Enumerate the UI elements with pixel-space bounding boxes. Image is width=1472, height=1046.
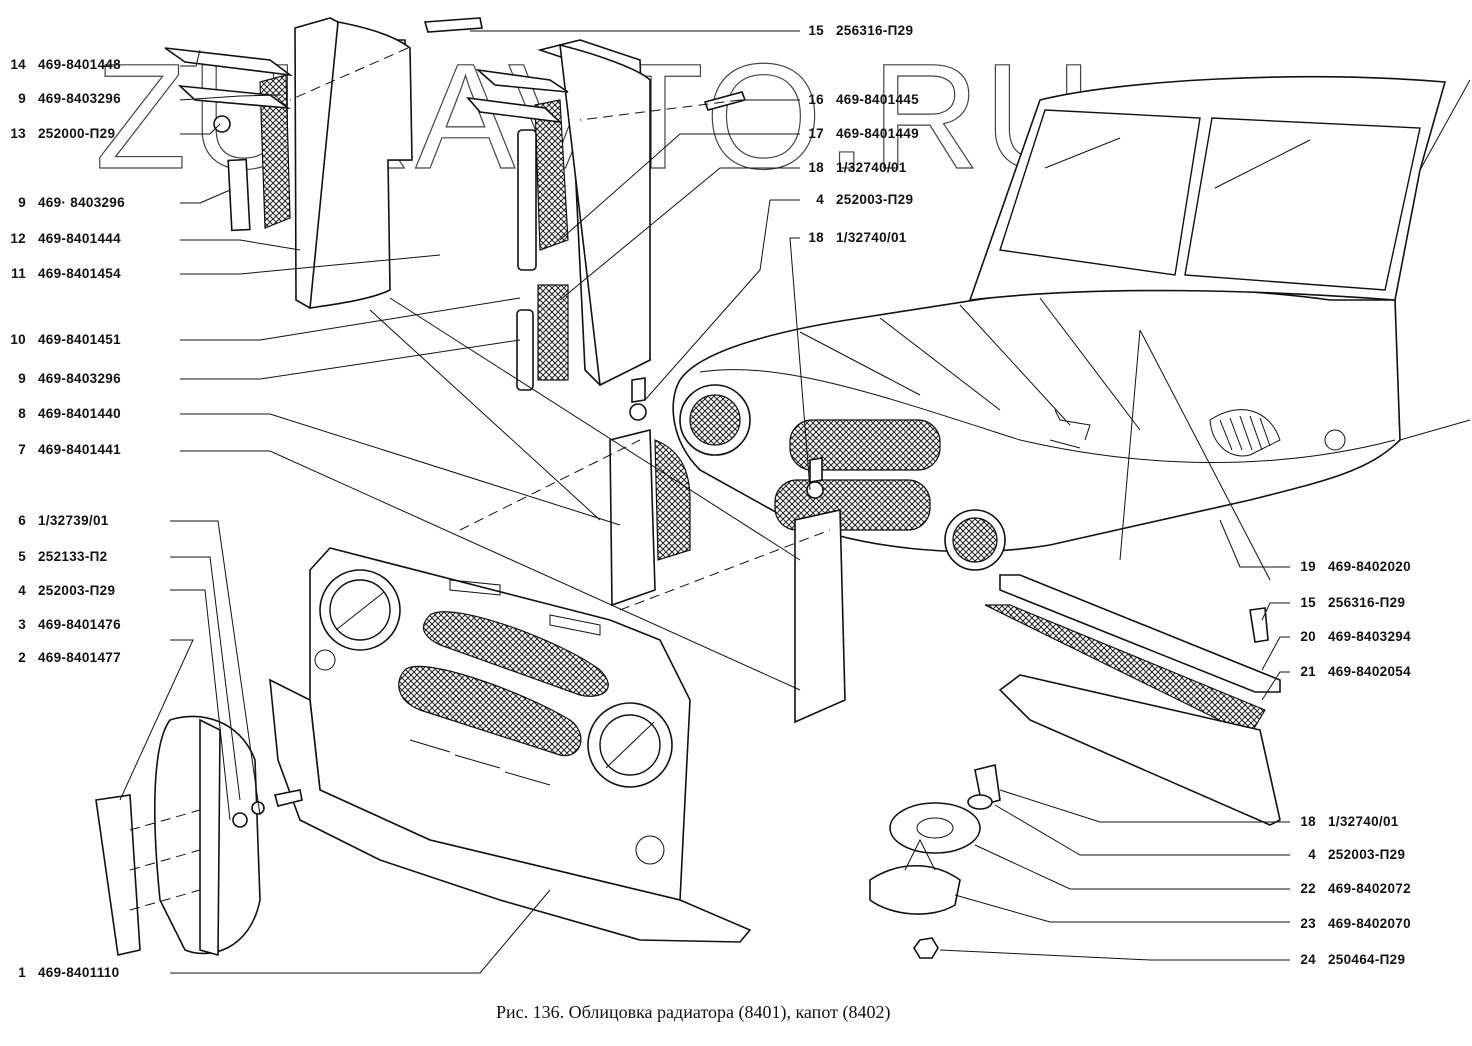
side-panels (95, 715, 303, 957)
hood-assembly (672, 76, 1471, 571)
middle-brackets (609, 377, 846, 724)
lower-right-parts (869, 574, 1281, 959)
leader-lines (119, 30, 1290, 974)
figure-caption: Рис. 136. Облицовка радиатора (8401), ка… (496, 1002, 891, 1022)
radiator-grille (269, 547, 752, 943)
upper-panels (164, 17, 747, 391)
